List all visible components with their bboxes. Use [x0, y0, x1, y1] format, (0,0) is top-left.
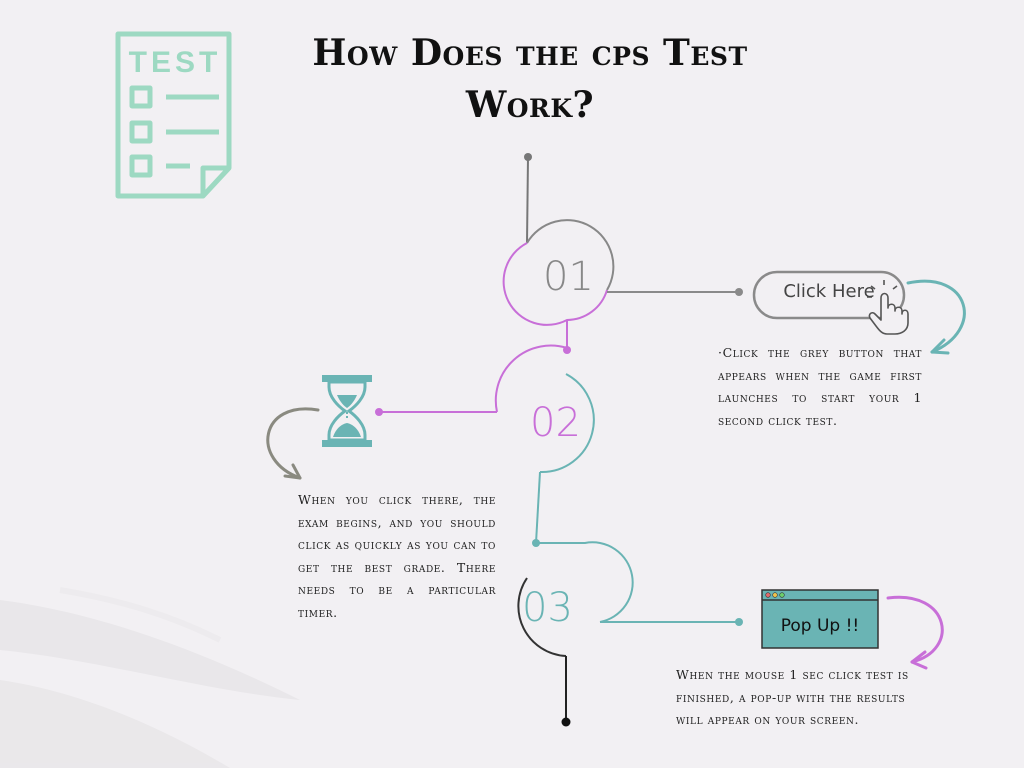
click-here-pill	[752, 270, 906, 320]
step-01-description: ·Click the grey button that appears when…	[718, 345, 922, 428]
link-02-03	[535, 471, 541, 544]
step-03-dot	[735, 618, 743, 626]
timeline-end-dot	[561, 717, 571, 727]
curved-arrow-step-02	[266, 407, 320, 480]
step-03-description: When the mouse 1 sec click test is finis…	[676, 667, 909, 727]
step-02-number: 02	[530, 400, 581, 446]
popup-label: Pop Up !!	[780, 616, 860, 636]
leaf-shadow-decoration	[0, 587, 300, 768]
step-01-dot	[735, 288, 743, 296]
popup-window-icon	[761, 589, 879, 649]
hand-pointer-icon	[867, 280, 909, 335]
step-03-ring	[517, 541, 634, 657]
step-01-number: 01	[543, 254, 594, 300]
page-title-line-1: How Does the cps Test	[312, 32, 748, 74]
step-02-dot	[375, 408, 383, 416]
step-03-number: 03	[522, 585, 573, 631]
curved-arrow-step-01	[906, 279, 966, 355]
step-02-ring	[494, 344, 595, 474]
click-here-button-label: Click Here	[783, 281, 875, 302]
timeline-top	[524, 153, 532, 244]
page-title-line-2: Work?	[465, 84, 595, 126]
test-document-icon	[115, 31, 232, 199]
step-01-ring	[502, 219, 615, 326]
curved-arrow-step-03	[886, 595, 944, 670]
hourglass-icon	[322, 375, 372, 447]
test-icon-label: TEST	[129, 46, 222, 79]
step-02-description: When you click there, the exam begins, a…	[298, 492, 496, 620]
